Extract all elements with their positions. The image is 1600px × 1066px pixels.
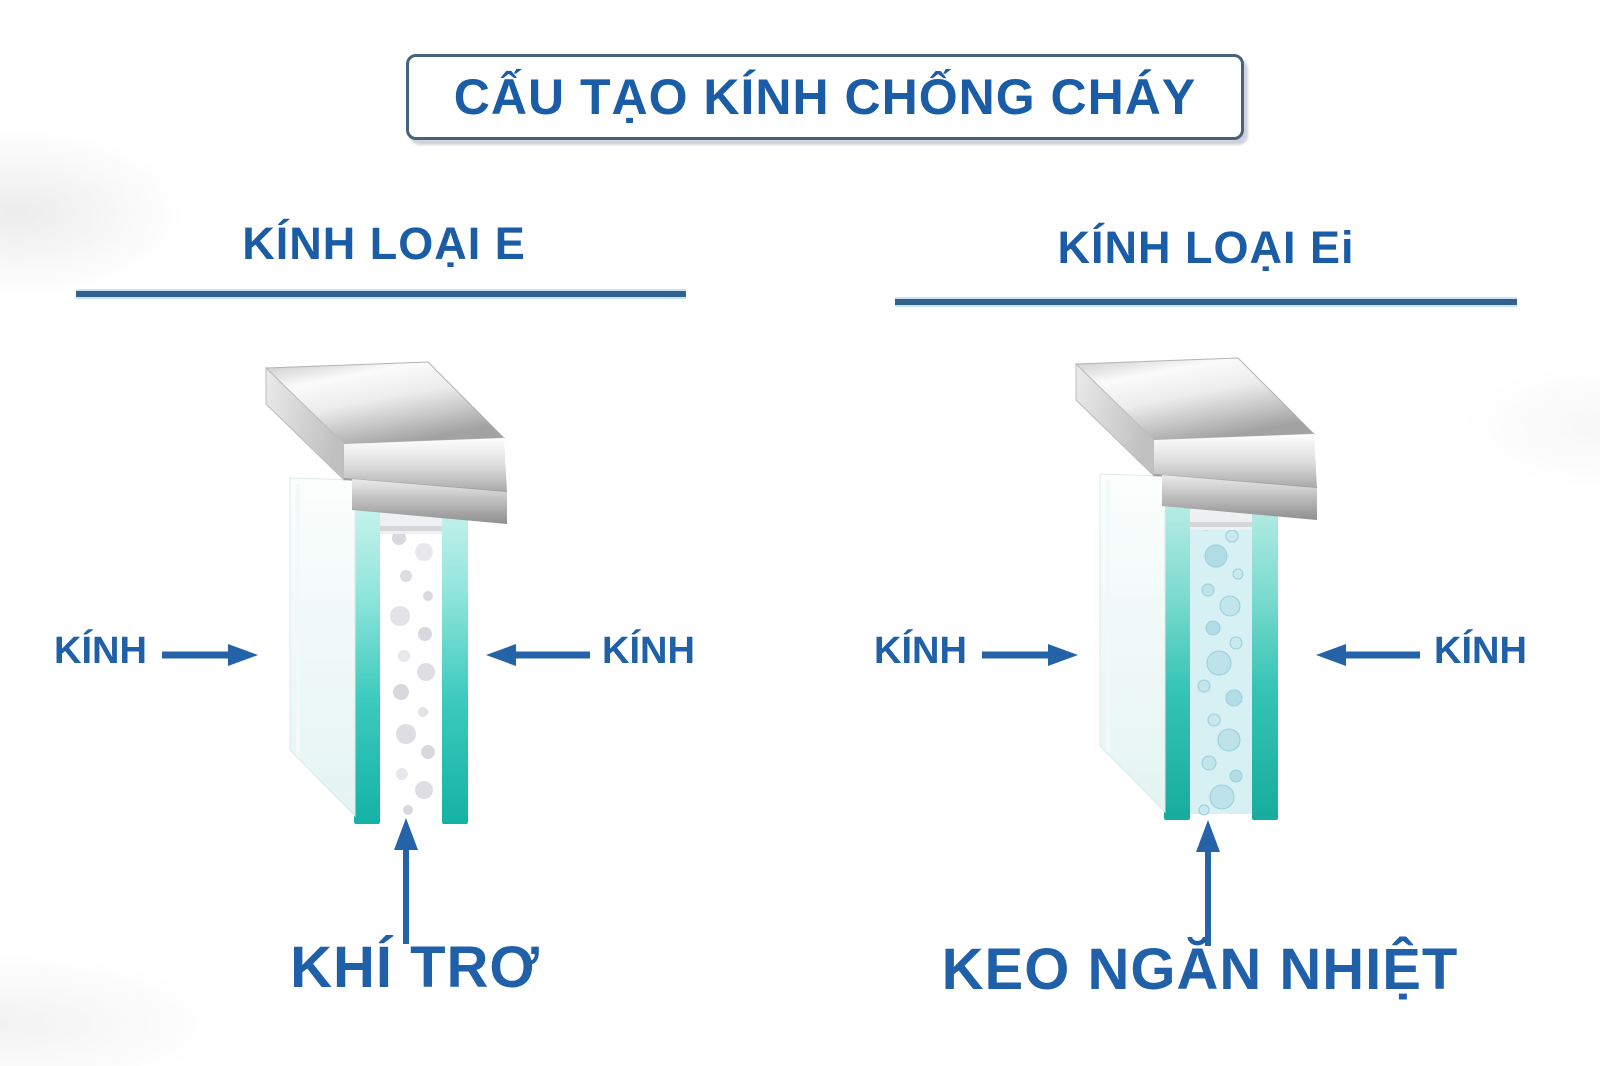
kinh-label-left-e: KÍNH: [54, 630, 147, 672]
gas-bubbles: [390, 531, 435, 815]
glass-unit-type-ei: [1066, 356, 1318, 838]
glass-pane-edge-back: [1252, 492, 1278, 820]
spacer-shadow: [378, 526, 444, 531]
arrow-left-icon: [1316, 644, 1420, 666]
arrow-left-icon: [486, 644, 590, 666]
page-title: CẤU TẠO KÍNH CHỐNG CHÁY: [453, 69, 1197, 125]
glass-pane-edge-front: [354, 498, 380, 824]
glass-unit-type-e: [256, 360, 508, 842]
glass-unit-e-illustration: [264, 361, 508, 824]
heading-type-e: KÍNH LOẠI E: [242, 218, 526, 269]
front-glass-sheet: [1099, 473, 1166, 814]
glass-unit-ei-illustration: [1074, 357, 1318, 820]
title-box: CẤU TẠO KÍNH CHỐNG CHÁY: [406, 54, 1244, 140]
frame-cap: [264, 361, 508, 524]
kinh-label-right-ei: KÍNH: [1434, 630, 1527, 672]
core-label-keo-ngan-nhiet: KEO NGĂN NHIỆT: [941, 937, 1459, 1002]
arrow-right-icon: [982, 644, 1078, 666]
glass-pane-edge-front: [1164, 494, 1190, 820]
arrow-right-icon: [162, 644, 258, 666]
core-label-khi-tro: KHÍ TRƠ: [290, 935, 540, 1000]
arrow-up-icon: [394, 818, 418, 944]
front-glass-sheet: [289, 477, 356, 818]
heading-type-ei: KÍNH LOẠI Ei: [1057, 222, 1355, 273]
frame-cap: [1074, 357, 1318, 520]
inert-gas-layer: [380, 500, 442, 818]
kinh-label-left-ei: KÍNH: [874, 630, 967, 672]
spacer-shadow: [1188, 522, 1254, 527]
glass-pane-edge-back: [442, 496, 468, 824]
kinh-label-right-e: KÍNH: [602, 630, 695, 672]
arrow-up-icon: [1196, 820, 1220, 946]
heading-underline-ei: [895, 299, 1517, 305]
heading-underline-e: [76, 291, 686, 297]
